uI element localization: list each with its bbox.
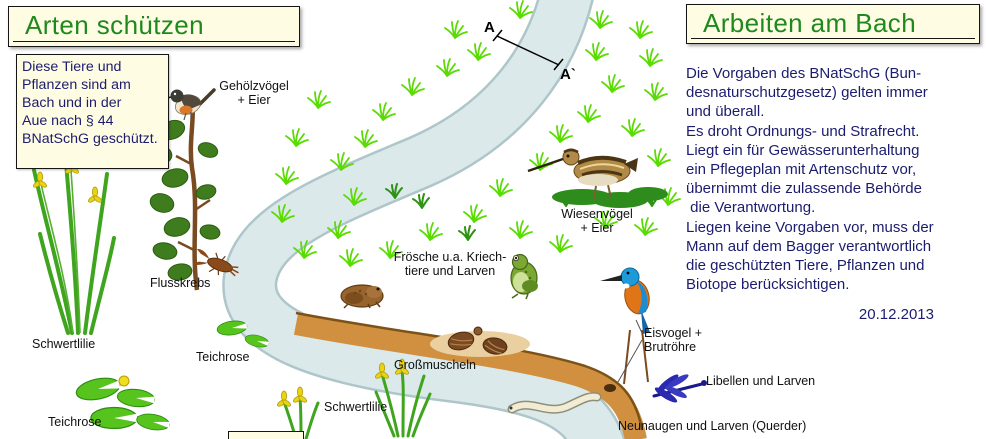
date-text: 20.12.2013 xyxy=(858,306,934,323)
section-marker-a-prime: A` xyxy=(560,66,576,83)
label-teichrose-bottom: Teichrose xyxy=(48,415,102,429)
left-title-box: Arten schützen xyxy=(8,6,300,47)
meadow-nest-grass xyxy=(552,187,668,208)
toad-icon xyxy=(340,284,384,309)
title-underline xyxy=(691,38,975,39)
label-schwertlilie-left: Schwertlilie xyxy=(32,337,96,351)
green-frog-icon xyxy=(510,253,538,300)
kingfisher-icon xyxy=(600,267,650,385)
tree-branch xyxy=(147,97,221,291)
stream xyxy=(222,0,626,439)
label-wiesenvoegel: Wiesenvögel + Eier xyxy=(561,207,633,236)
mussels-icon xyxy=(447,326,508,355)
label-eisvogel: Eisvogel + Brutröhre xyxy=(644,326,703,355)
nest-burrow-icon xyxy=(604,384,616,392)
crayfish-icon xyxy=(192,249,239,277)
pointer-lines xyxy=(617,319,643,383)
snipe-icon xyxy=(527,148,638,200)
label-grossmuscheln: Großmuscheln xyxy=(394,358,476,372)
lamprey-icon xyxy=(507,392,602,414)
regulation-text: Die Vorgaben des BNatSchG (Bun- desnatur… xyxy=(686,65,934,294)
protection-note-box: Diese Tiere und Pflanzen sind am Bach un… xyxy=(16,54,169,169)
title-underline xyxy=(13,41,295,42)
label-libellen: Libellen und Larven xyxy=(706,374,816,388)
waterlily-bottom xyxy=(73,374,172,433)
iris-plant-bottom xyxy=(373,358,432,438)
iris-plant-left xyxy=(31,157,116,335)
right-title: Arbeiten am Bach xyxy=(703,8,917,38)
left-title: Arten schützen xyxy=(25,10,205,40)
label-gehoelzvoegel: Gehölzvögel + Eier xyxy=(219,79,289,108)
section-line xyxy=(492,29,564,71)
label-neunaugen: Neunaugen und Larven (Querder) xyxy=(618,419,807,433)
label-froesche: Frösche u.a. Kriech- tiere und Larven xyxy=(393,250,507,279)
label-flusskrebs: Flusskrebs xyxy=(150,276,211,290)
right-title-box: Arbeiten am Bach xyxy=(686,4,980,44)
label-teichrose-mid: Teichrose xyxy=(196,350,250,364)
songbird-icon xyxy=(163,88,216,121)
label-schwertlilie-bottom: Schwertlilie xyxy=(324,400,388,414)
partial-box-bottom xyxy=(228,431,304,439)
section-marker-a: A xyxy=(484,19,495,36)
dragonfly-icon xyxy=(652,374,707,403)
